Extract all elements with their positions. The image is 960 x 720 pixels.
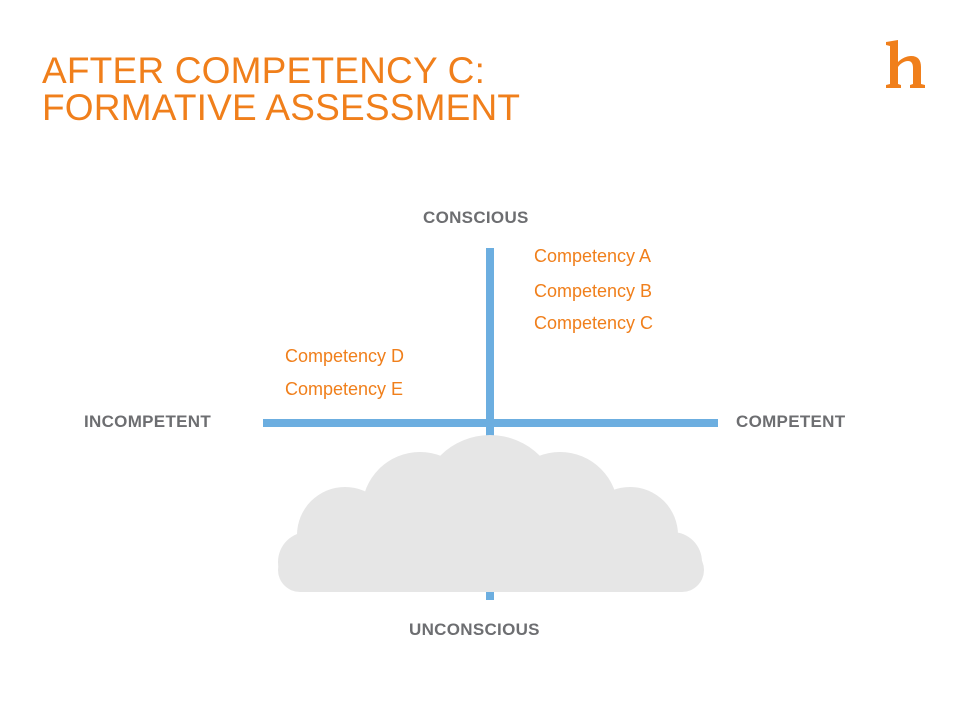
cloud-shape	[278, 435, 704, 592]
title-line-1: AFTER COMPETENCY C:	[42, 50, 486, 91]
axis-label-unconscious: UNCONSCIOUS	[409, 620, 540, 639]
page-title: AFTER COMPETENCY C: FORMATIVE ASSESSMENT	[42, 52, 520, 126]
competency-e-label: Competency E	[285, 379, 404, 399]
axis-label-incompetent: INCOMPETENT	[84, 412, 212, 431]
h-logo-icon	[886, 40, 925, 88]
axis-label-conscious: CONSCIOUS	[423, 208, 529, 227]
competency-d-label: Competency D	[285, 346, 405, 366]
vertical-axis	[486, 248, 494, 600]
title-line-2: FORMATIVE ASSESSMENT	[42, 87, 521, 128]
competency-c-label: Competency C	[534, 313, 654, 333]
competency-a-label: Competency A	[534, 246, 652, 266]
axis-label-competent: COMPETENT	[736, 412, 846, 431]
competency-b-label: Competency B	[534, 281, 653, 301]
